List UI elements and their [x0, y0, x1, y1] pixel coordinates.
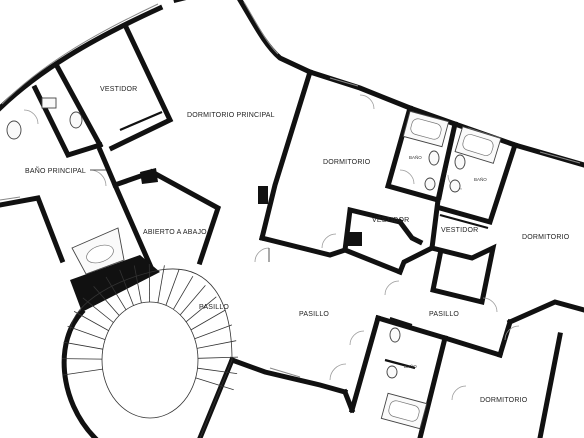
stair-tread: [67, 325, 106, 340]
stair-tread: [197, 356, 239, 359]
label-vestidor-right: VESTIDOR: [441, 227, 478, 234]
label-bano-principal: BAÑO PRINCIPAL: [25, 166, 86, 175]
stair-tread: [197, 367, 238, 374]
stair-tread: [179, 285, 206, 316]
partitions: [119, 110, 489, 370]
fixtures: [6, 97, 502, 430]
stair-tread: [73, 311, 109, 331]
stair-tread: [61, 358, 103, 360]
label-bano-c: BAÑO: [404, 363, 417, 369]
label-abierto-a-abajo: ABIERTO A ABAJO: [143, 229, 207, 236]
stair-tread: [165, 269, 180, 306]
label-bano-b: BAÑO: [474, 176, 487, 182]
stair-tread: [133, 265, 142, 303]
stair-tread: [119, 269, 134, 306]
label-dormitorio-bottom: DORMITORIO: [480, 397, 528, 404]
label-bano-a: BAÑO: [409, 154, 422, 160]
stair-tread: [185, 296, 217, 323]
label-vestidor-top: VESTIDOR: [100, 86, 137, 93]
doors: [23, 94, 520, 401]
stair-tread: [82, 297, 114, 323]
label-pasillo-center: PASILLO: [299, 311, 329, 318]
stair-tread: [93, 286, 120, 316]
label-dormitorio-center: DORMITORIO: [323, 159, 371, 166]
label-dormitorio-principal: DORMITORIO PRINCIPAL: [187, 112, 275, 119]
room-labels: VESTIDOR DORMITORIO PRINCIPAL BAÑO PRINC…: [25, 86, 570, 404]
label-pasillo-left: PASILLO: [199, 304, 229, 311]
stair-tread: [190, 309, 226, 331]
stair-tread: [194, 324, 233, 340]
label-dormitorio-right: DORMITORIO: [522, 234, 570, 241]
stair-tread: [157, 265, 165, 303]
stair-tread: [195, 377, 234, 391]
spiral-staircase: [61, 263, 239, 438]
stair-tread: [63, 368, 103, 376]
windows: [0, 1, 581, 378]
label-vestidor-center: VESTIDOR: [372, 217, 409, 224]
stair-tread: [173, 275, 194, 310]
label-pasillo-right: PASILLO: [429, 311, 459, 318]
stair-tread: [105, 276, 127, 311]
stair-tread: [196, 340, 237, 349]
stair-tread: [63, 341, 103, 350]
